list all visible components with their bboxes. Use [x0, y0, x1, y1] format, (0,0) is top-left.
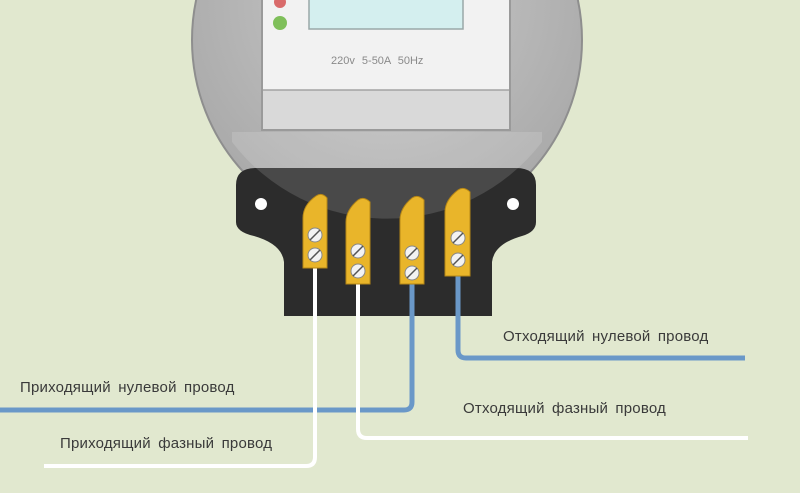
incoming-neutral-wire: [0, 280, 415, 413]
terminal-1: [302, 193, 328, 269]
mount-hole-left: [255, 198, 267, 210]
outgoing-phase-wire: [356, 282, 748, 440]
label-outgoing-phase: Отходящий фазный провод: [463, 400, 666, 417]
meter-display-screen: [308, 0, 464, 30]
terminal-4: [444, 187, 471, 277]
meter-faceplate-bottom-band: [263, 90, 509, 129]
label-incoming-phase: Приходящий фазный провод: [60, 435, 273, 452]
label-incoming-neutral: Приходящий нулевой провод: [20, 379, 235, 396]
incoming-phase-wire: [44, 268, 317, 468]
mount-hole-right: [507, 198, 519, 210]
terminal-2: [345, 197, 371, 285]
meter-rating-text: 220v 5-50A 50Hz: [331, 55, 424, 67]
terminal-3: [399, 195, 425, 285]
indicator-led-red: [274, 0, 286, 8]
outgoing-neutral-wire: [455, 275, 745, 361]
label-outgoing-neutral: Отходящий нулевой провод: [503, 328, 709, 345]
indicator-led-green: [273, 16, 287, 30]
